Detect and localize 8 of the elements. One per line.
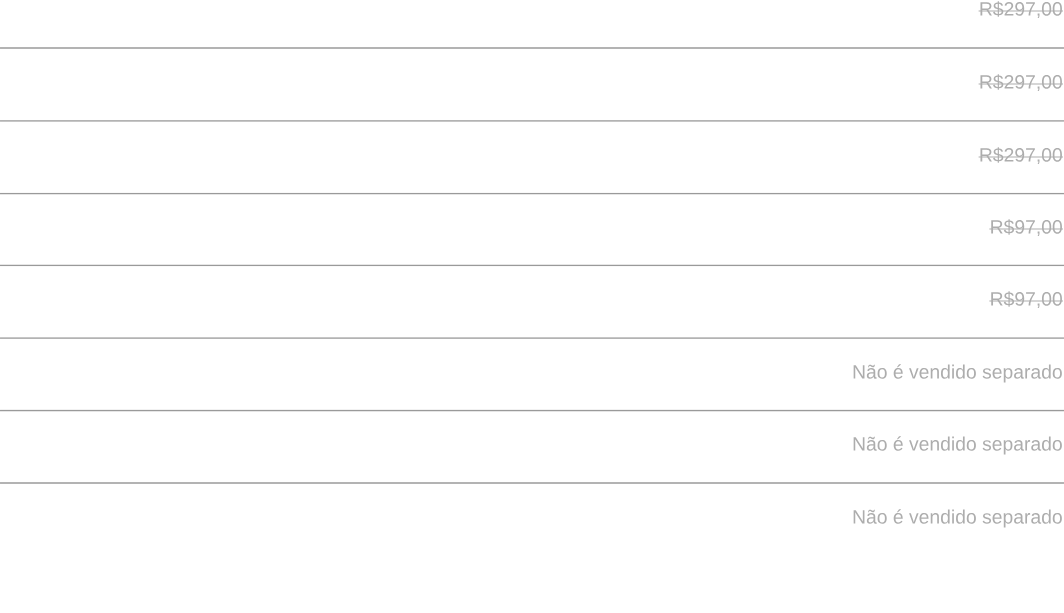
price-text: R$297,00 (978, 1, 1064, 18)
price-text: R$97,00 (988, 291, 1064, 308)
price-text: R$297,00 (978, 147, 1064, 164)
note-text: Não é vendido separado (853, 364, 1062, 383)
price-text: R$97,00 (988, 219, 1064, 236)
note-text: Não é vendido separado (853, 436, 1062, 455)
note-text: Não é vendido separado (853, 509, 1062, 528)
price-text: R$297,00 (978, 74, 1064, 91)
